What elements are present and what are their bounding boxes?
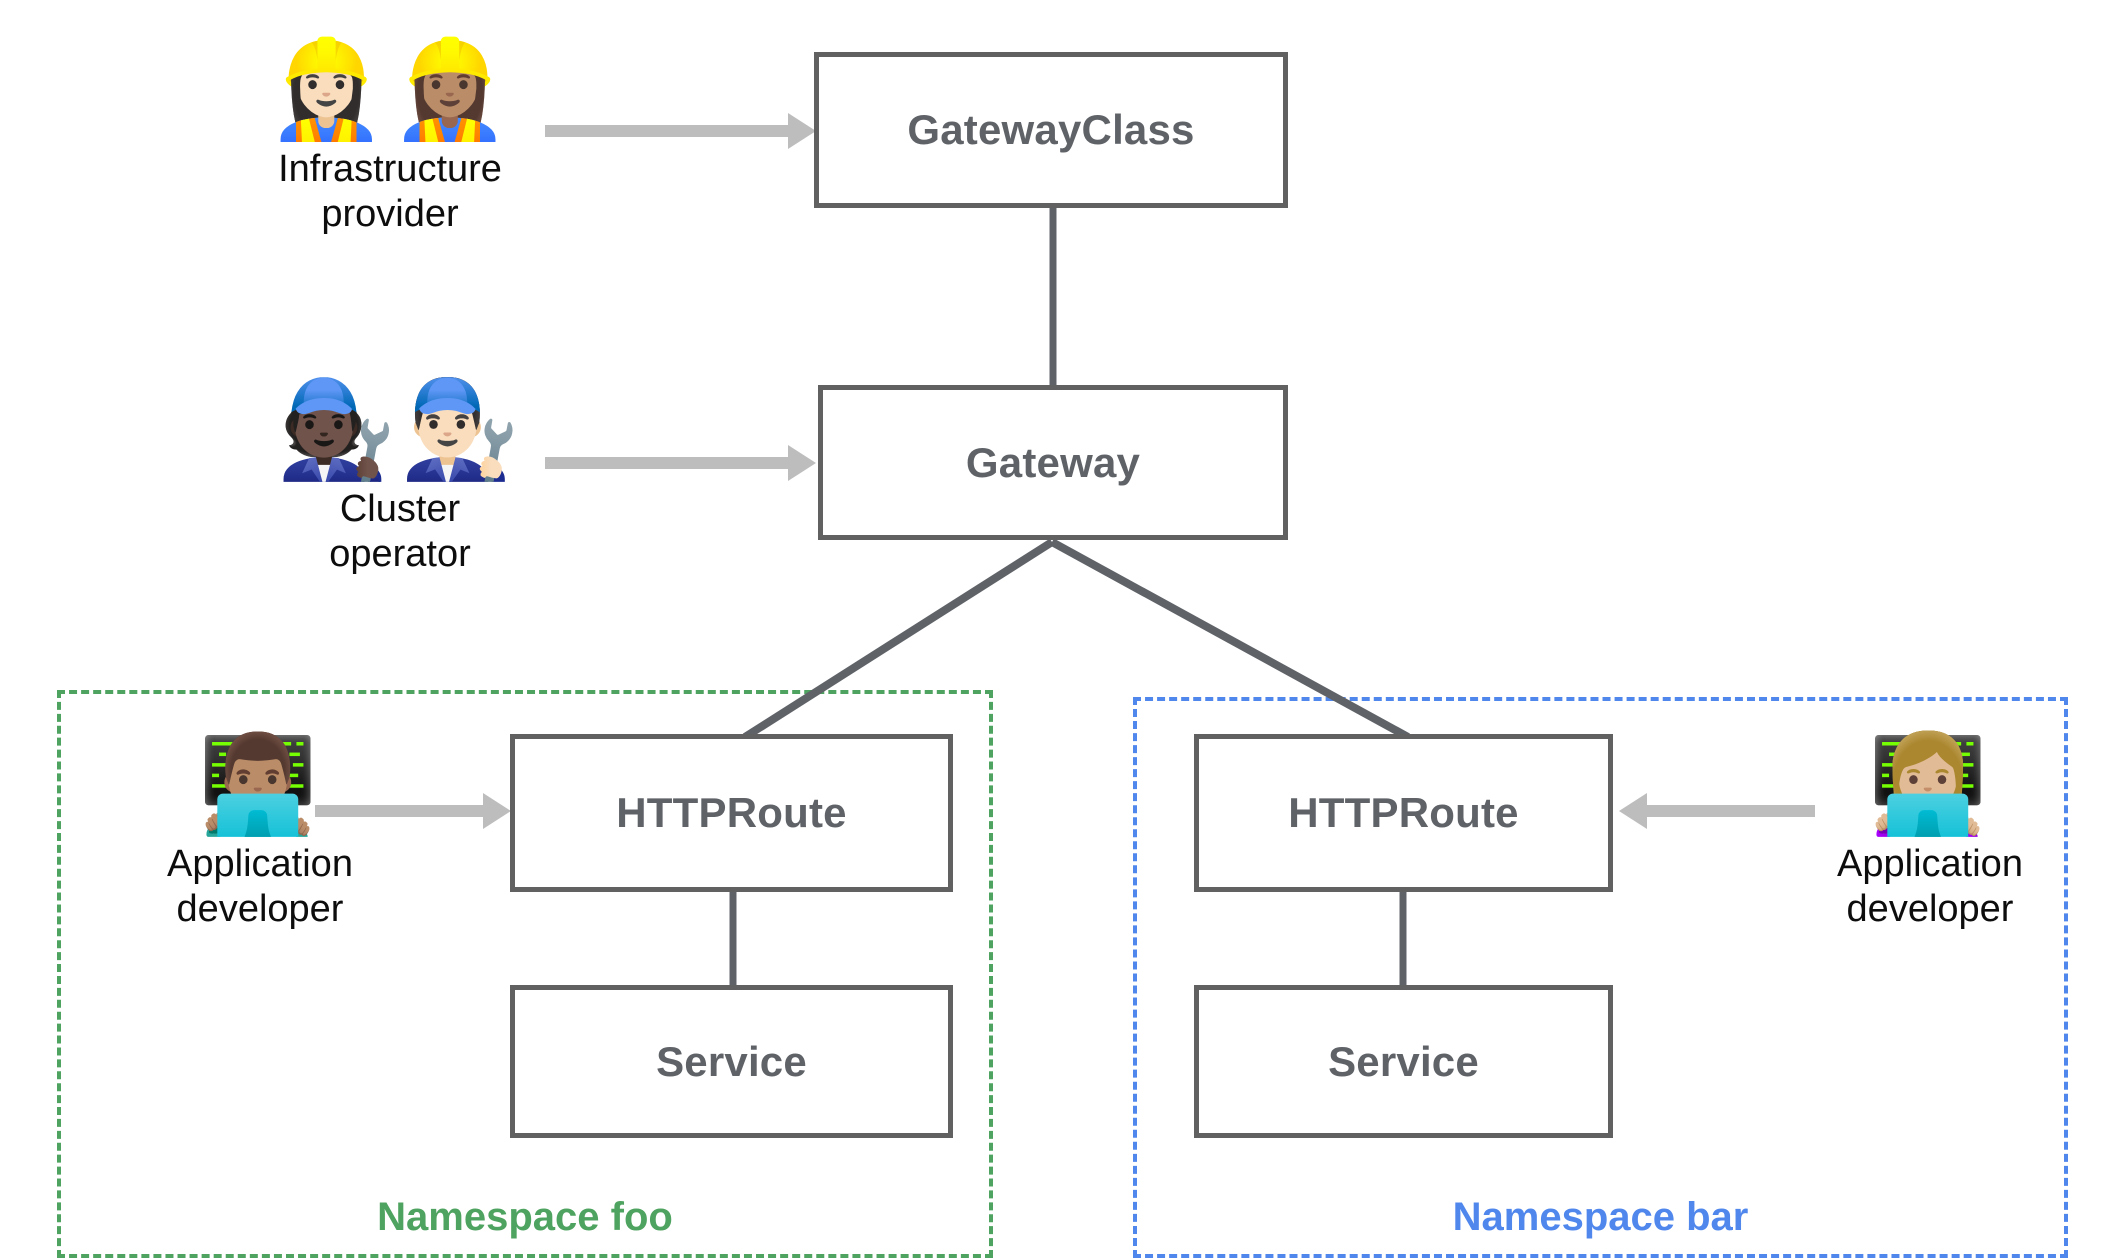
arrow-application-developer-to-httproute-bar (1645, 805, 1815, 817)
node-gateway-label: Gateway (965, 438, 1141, 486)
node-gateway[interactable]: Gateway (818, 385, 1288, 540)
namespace-foo-label: Namespace foo (377, 1195, 673, 1239)
node-httproute-foo-label: HTTPRoute (616, 789, 847, 836)
namespace-bar-label: Namespace bar (1452, 1195, 1749, 1239)
node-httproute-bar[interactable]: HTTPRoute (1194, 734, 1613, 892)
persona-infrastructure-provider-label: Infrastructure provider (278, 147, 502, 235)
mechanic-icon: 🧑🏿‍🔧👨🏻‍🔧 (276, 376, 524, 483)
namespace-foo-container: Namespace foo (57, 690, 993, 1258)
node-httproute-bar-label: HTTPRoute (1288, 789, 1519, 836)
persona-infrastructure-provider: 👷🏻‍♀️👷🏽‍♀️ Infrastructure provider (230, 36, 550, 236)
persona-cluster-operator-label: Cluster operator (329, 487, 471, 575)
namespace-bar-container: Namespace bar (1133, 697, 2068, 1258)
arrow-cluster-operator-to-gateway (545, 457, 790, 469)
woman-technologist-icon: 👩🏼‍💻 (1868, 731, 1992, 838)
woman-construction-worker-icon: 👷🏻‍♀️👷🏽‍♀️ (266, 36, 514, 143)
node-service-bar-label: Service (1328, 1037, 1479, 1085)
persona-application-developer-bar-label: Application developer (1837, 842, 2023, 930)
persona-cluster-operator: 🧑🏿‍🔧👨🏻‍🔧 Cluster operator (250, 376, 550, 576)
persona-application-developer-bar: 👩🏼‍💻 Application developer (1780, 731, 2080, 931)
node-gatewayclass-label: GatewayClass (907, 106, 1195, 153)
persona-application-developer-foo-label: Application developer (167, 842, 353, 930)
arrow-infrastructure-provider-to-gatewayclass (545, 125, 790, 137)
node-service-bar[interactable]: Service (1194, 985, 1613, 1138)
arrow-application-developer-to-httproute-foo (315, 805, 485, 817)
node-service-foo-label: Service (656, 1037, 807, 1085)
node-service-foo[interactable]: Service (510, 985, 953, 1138)
persona-application-developer-foo: 👨🏽‍💻 Application developer (110, 731, 410, 931)
man-technologist-icon: 👨🏽‍💻 (198, 731, 322, 838)
node-gatewayclass[interactable]: GatewayClass (814, 52, 1288, 208)
node-httproute-foo[interactable]: HTTPRoute (510, 734, 953, 892)
